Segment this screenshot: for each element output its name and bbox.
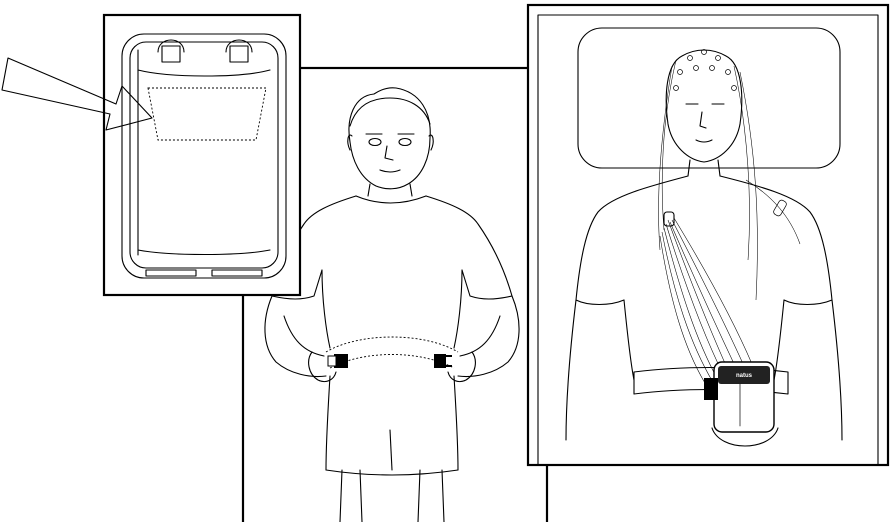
belt-buckle-left bbox=[328, 354, 348, 368]
carry-pouch-detail-inset bbox=[104, 15, 300, 295]
recorder-brand-label: natus bbox=[736, 373, 753, 379]
inset-panel-frame bbox=[104, 15, 300, 295]
eeg-recorder-device: natus bbox=[704, 362, 774, 432]
recorder-worn-figure: natus bbox=[528, 5, 888, 465]
